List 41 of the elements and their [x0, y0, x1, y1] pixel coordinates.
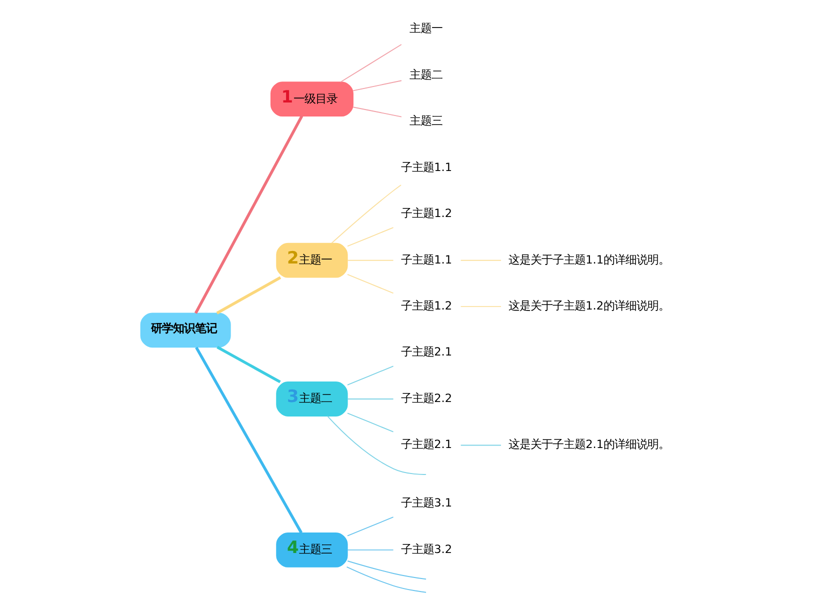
connector: [352, 80, 402, 92]
connector: [460, 260, 501, 261]
connector: [346, 566, 426, 593]
node-text: 子主题3.2: [400, 542, 452, 556]
connector: [346, 366, 394, 386]
node-text: 子主题1.2: [400, 207, 452, 220]
node-text: 子主题1.2: [400, 300, 452, 312]
connector: [460, 444, 501, 446]
connector: [460, 306, 501, 308]
connector: [216, 346, 280, 384]
connector: [216, 276, 281, 314]
connector: [346, 274, 394, 294]
connector: [326, 416, 426, 475]
node-text: 主题二: [409, 68, 442, 82]
connector: [352, 106, 402, 118]
node-text: 这是关于子主题2.1的详细说明。: [508, 438, 670, 452]
node-box: 1一级目录: [270, 82, 353, 117]
connector: [346, 516, 394, 536]
node-text: 子主题2.1: [400, 438, 452, 452]
node-text: 子主题1.1: [400, 160, 452, 174]
connector: [346, 398, 394, 400]
connector: [194, 346, 302, 534]
connector: [194, 115, 303, 314]
node-box: 4主题三: [276, 532, 348, 568]
connector: [346, 560, 426, 580]
node-box: 2主题一: [276, 242, 348, 278]
node-text: 子主题1.1: [400, 253, 452, 266]
connector: [340, 44, 402, 82]
connector: [330, 184, 401, 244]
node-text: 主题一: [409, 22, 442, 36]
connector: [346, 412, 394, 432]
node-text: 子主题2.2: [400, 392, 452, 405]
node-text: 子主题2.1: [400, 346, 452, 359]
node-text: 这是关于子主题1.2的详细说明。: [508, 300, 670, 312]
node-text: 这是关于子主题1.1的详细说明。: [508, 253, 670, 266]
node-box: 研学知识笔记: [140, 312, 230, 348]
connector: [346, 549, 394, 550]
connector: [346, 227, 394, 247]
node-text: 子主题3.1: [400, 496, 452, 510]
connector: [346, 260, 394, 261]
node-text: 主题三: [409, 114, 442, 128]
